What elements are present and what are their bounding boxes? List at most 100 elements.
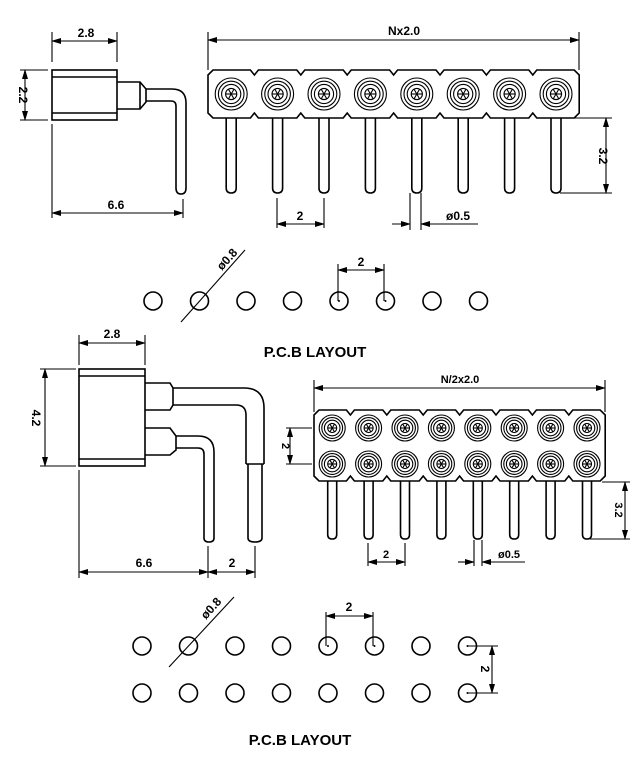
- contact-spring-finger: [230, 88, 235, 95]
- contact-spring-finger: [509, 88, 513, 95]
- contact-spring-finger: [438, 427, 442, 433]
- contact-ring: [357, 453, 380, 475]
- depth-label: 6.6: [136, 556, 153, 570]
- contact-ring: [360, 83, 381, 105]
- contact-spring-finger: [416, 88, 421, 95]
- contact-spring-finger: [506, 93, 511, 100]
- socket-contact: [353, 77, 387, 111]
- contact-spring-finger: [365, 423, 370, 429]
- pcb-hole: [422, 291, 442, 311]
- contact-spring-finger: [586, 459, 590, 465]
- contact-spring-finger: [477, 459, 481, 465]
- contact-spring-finger: [323, 88, 328, 95]
- socket-contact: [464, 414, 492, 442]
- contact-outer-ring: [500, 414, 528, 442]
- pcb-hole: [178, 636, 199, 656]
- pin-pitch-label: 2: [383, 549, 389, 561]
- contact-spring-finger: [555, 88, 560, 95]
- contact-spring-finger: [227, 93, 232, 100]
- contact-ring: [542, 455, 559, 473]
- pin: [411, 118, 423, 194]
- contact-ring: [313, 83, 335, 105]
- contact-spring-finger: [404, 459, 408, 465]
- contact-ring: [396, 419, 414, 437]
- contact-ring: [505, 419, 523, 437]
- contact-spring-finger: [227, 88, 232, 95]
- pcb-hole: [189, 291, 210, 311]
- contact-spring-finger: [274, 88, 279, 95]
- socket-contact: [318, 450, 346, 478]
- width-label: 2.8: [78, 26, 95, 40]
- contact-spring-finger: [365, 459, 370, 465]
- bent-pin: [146, 88, 187, 195]
- contact-ring: [499, 83, 520, 105]
- pcb-hole: [282, 291, 303, 311]
- contact-spring-finger: [230, 93, 235, 100]
- contact-spring-finger: [368, 423, 372, 429]
- contact-ring: [430, 417, 453, 439]
- socket-contact: [539, 77, 573, 111]
- contact-spring-finger: [367, 93, 371, 100]
- contact-spring-finger: [440, 463, 445, 469]
- contact-ring: [406, 83, 427, 105]
- contact-spring-finger: [584, 423, 588, 429]
- pcb-hole: [411, 636, 431, 656]
- contact-outer-ring: [391, 414, 419, 442]
- contact-spring-finger: [475, 459, 479, 465]
- pcb-hole: [411, 683, 431, 703]
- contact-ring: [539, 417, 562, 439]
- pcb-hole: [318, 636, 338, 656]
- contact-spring-finger: [552, 93, 557, 100]
- pin: [545, 481, 556, 540]
- pin-diameter-label: ø0.5: [446, 209, 470, 223]
- socket-contact: [427, 450, 455, 478]
- contact-spring-finger: [331, 427, 335, 433]
- pin: [364, 118, 377, 194]
- socket-strip: [313, 409, 606, 540]
- contact-ring: [503, 417, 526, 439]
- contact-ring: [578, 419, 596, 437]
- socket-contact: [500, 450, 528, 478]
- contact-spring-finger: [402, 423, 406, 429]
- contact-spring-finger: [547, 459, 552, 465]
- socket-contact: [214, 77, 248, 111]
- pin: [318, 118, 330, 194]
- contact-spring-finger: [402, 459, 406, 465]
- contact-outer-ring: [537, 450, 565, 478]
- pin-length-label: 3.2: [612, 502, 624, 517]
- contact-spring-finger: [547, 423, 552, 429]
- contact-spring-finger: [440, 427, 445, 433]
- length-label: N/2x2.0: [441, 374, 480, 386]
- contact-spring-finger: [586, 423, 590, 429]
- contact-ring: [449, 80, 477, 108]
- contact-spring-finger: [402, 427, 406, 433]
- contact-spring-finger: [404, 427, 408, 433]
- pin: [225, 118, 237, 194]
- contact-sleeve: [145, 382, 174, 411]
- contact-ring: [360, 419, 377, 437]
- contact-outer-ring: [318, 414, 346, 442]
- contact-ring: [433, 419, 450, 437]
- contact-ring: [545, 83, 567, 105]
- pcb-hole: [132, 683, 152, 703]
- contact-spring-finger: [462, 88, 467, 95]
- contact-spring-finger: [369, 93, 374, 100]
- width-label: 2.8: [104, 327, 121, 341]
- contact-ring: [357, 80, 384, 108]
- contact-ring: [576, 417, 598, 439]
- contact-spring-finger: [459, 93, 464, 100]
- contact-spring-finger: [511, 459, 515, 465]
- contact-spring-finger: [329, 463, 333, 469]
- socket-contact: [318, 414, 346, 442]
- contact-ring: [542, 419, 559, 437]
- contact-sleeve: [117, 81, 147, 110]
- contact-spring-finger: [320, 88, 325, 95]
- contact-spring-finger: [552, 88, 557, 95]
- contact-ring: [323, 419, 341, 437]
- contact-spring-finger: [550, 427, 554, 433]
- contact-spring-finger: [438, 463, 442, 469]
- pin: [399, 481, 411, 540]
- contact-ring: [360, 455, 377, 473]
- pcb-hole: [225, 683, 245, 703]
